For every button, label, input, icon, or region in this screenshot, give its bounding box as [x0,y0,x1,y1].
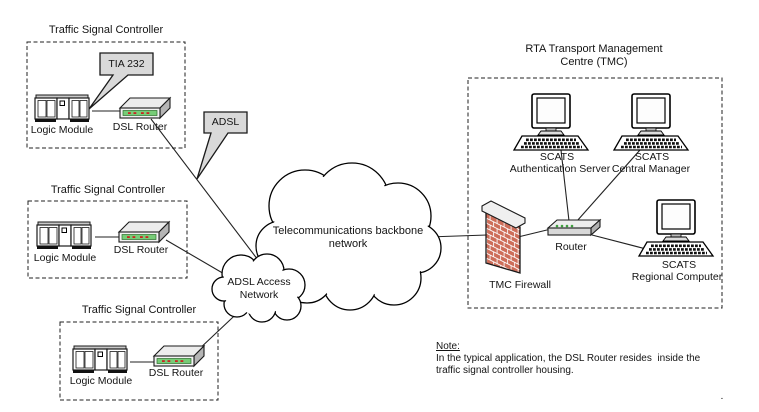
dsl-router-2-icon [118,221,170,243]
regional-computer-label-line2: Regional Computer [631,271,723,283]
logic-module-3-icon [72,345,128,374]
controller-box-3 [59,321,219,401]
tmc-router-icon [547,219,601,236]
wire-dsl1-adsl-cloud [150,118,259,261]
note-heading: Note: [436,341,460,352]
tmc-router-label: Router [555,241,587,253]
logic-module-3-label: Logic Module [69,375,133,387]
note-line1: In the typical application, the DSL Rout… [436,353,701,364]
trailing-period: . [720,390,724,402]
dashed-boxes [26,41,723,401]
controller-2-title: Traffic Signal Controller [50,184,166,196]
logic-module-1-label: Logic Module [30,124,94,136]
dsl-router-3-label: DSL Router [148,367,204,379]
adsl-cloud-label-line2: Network [239,289,279,301]
tmc-firewall-icon [481,200,526,274]
tmc-firewall-label: TMC Firewall [489,279,551,291]
controller-3-title: Traffic Signal Controller [81,304,197,316]
adsl-access-cloud [211,253,306,323]
central-manager-label-line1: SCATS [634,151,670,163]
adsl-cloud-label-line1: ADSL Access [227,276,291,288]
central-manager-computer-icon [612,92,690,152]
dsl-router-3-icon [153,345,205,367]
controller-box-2 [27,200,188,279]
auth-server-label-line1: SCATS [539,151,575,163]
note-line2: traffic signal controller housing. [436,365,574,376]
backbone-cloud-label-line1: Telecommunications backbone [272,225,424,237]
tmc-title-line2: Centre (TMC) [560,56,628,68]
backbone-cloud-label-line2: network [328,238,368,250]
adsl-callout-label: ADSL [211,116,240,128]
logic-module-2-label: Logic Module [33,252,97,264]
adsl-callout [196,111,248,180]
dsl-router-1-label: DSL Router [112,121,168,133]
auth-server-label-line2: Authentication Server [509,163,611,175]
wire-firewall-router [517,228,552,238]
tmc-title-line1: RTA Transport Management [525,43,663,55]
dsl-router-2-label: DSL Router [113,244,169,256]
dsl-router-1-icon [119,97,171,119]
tmc-box [467,77,723,309]
controller-1-title: Traffic Signal Controller [48,24,164,36]
tia232-callout [88,52,154,110]
auth-server-computer-icon [512,92,590,152]
tia232-callout-label: TIA 232 [108,58,145,70]
wire-router-central-manager [576,149,641,222]
controller-box-1 [26,41,186,149]
wire-router-auth-server [560,149,570,222]
regional-computer-icon [637,198,715,258]
wire-router-regional-computer [591,234,651,251]
logic-module-2-icon [36,221,92,250]
logic-module-1-icon [34,94,90,123]
regional-computer-label-line1: SCATS [661,259,697,271]
central-manager-label-line2: Central Manager [611,163,691,175]
